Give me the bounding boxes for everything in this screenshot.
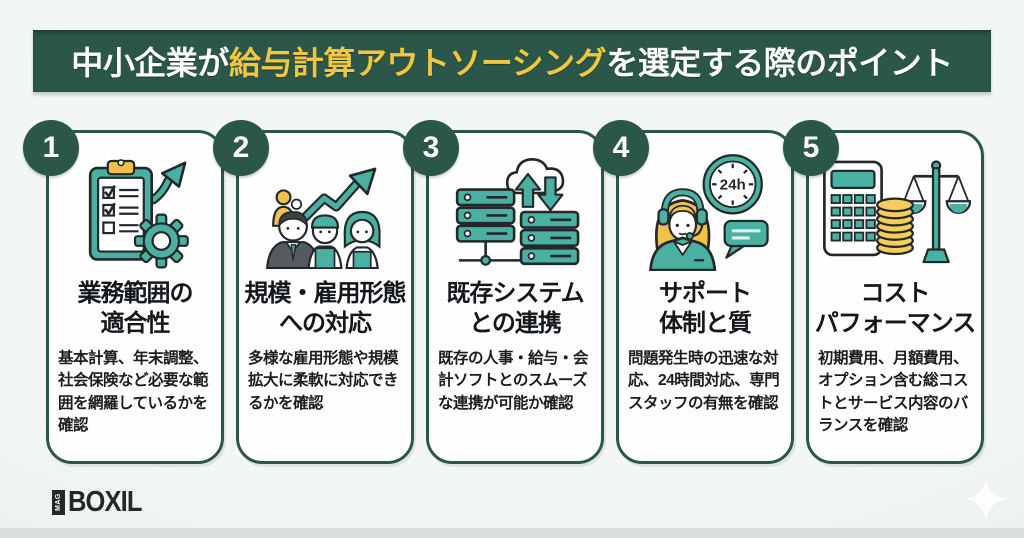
point-title-line: パフォーマンス <box>814 310 977 337</box>
point-description: 問題発生時の迅速な対応、24時間対応、専門スタッフの有無を確認 <box>628 350 780 412</box>
points-row: 1 <box>23 120 984 464</box>
point-title-line: への対応 <box>279 310 372 337</box>
point-description: 多様な雇用形態や規模拡大に柔軟に対応できるかを確認 <box>248 350 399 412</box>
sparkle-icon <box>964 477 1008 526</box>
support-operator-24h-icon: 24h <box>619 153 791 271</box>
page-title: 中小企業が給与計算アウトソーシングを選定する際のポイント <box>71 38 953 84</box>
point-title-line: 適合性 <box>100 310 171 337</box>
point-card: 1 <box>23 120 224 464</box>
point-description: 既存の人事・給与・会計ソフトとのスムーズな連携が可能か確認 <box>438 350 589 412</box>
calculator-coins-scale-icon <box>809 153 981 271</box>
employees-growth-arrow-icon <box>239 153 411 271</box>
point-title-line: との連携 <box>469 310 562 337</box>
server-cloud-sync-icon <box>429 153 601 271</box>
title-highlight-segment: 給与計算アウトソーシング <box>228 45 607 81</box>
point-title-line: サポート <box>659 280 752 307</box>
point-title-line: コスト <box>860 280 931 307</box>
point-title-line: 既存システム <box>446 280 584 307</box>
point-card: 4 <box>593 120 794 464</box>
point-title-line: 体制と質 <box>659 310 752 337</box>
clipboard-checklist-gear-icon <box>49 153 221 271</box>
boxil-logo-text: BOXIL <box>68 486 142 518</box>
point-title: 既存システムとの連携 <box>429 279 601 339</box>
title-segment: 中小企業が <box>71 45 229 81</box>
bottom-edge-bar <box>0 528 1024 538</box>
point-title: 業務範囲の適合性 <box>49 279 221 339</box>
point-title: コストパフォーマンス <box>809 279 981 339</box>
boxil-logo: MAG BOXIL <box>52 486 152 519</box>
point-description: 初期費用、月額費用、オプション含む総コストとサービス内容のバランスを確認 <box>818 350 969 435</box>
point-number-badge: 5 <box>783 120 839 176</box>
point-number-badge: 1 <box>23 120 79 176</box>
mag-logo-badge: MAG <box>52 490 65 515</box>
point-card: 5 <box>783 120 984 464</box>
title-segment: を選定する際のポイント <box>606 45 953 81</box>
point-card: 2 <box>213 120 414 464</box>
point-title: サポート体制と質 <box>619 279 791 339</box>
point-number-badge: 3 <box>403 120 459 176</box>
point-title-line: 規模・雇用形態 <box>244 280 407 307</box>
clock-24h-label: 24h <box>720 177 746 194</box>
header-banner: 中小企業が給与計算アウトソーシングを選定する際のポイント <box>33 30 991 92</box>
point-number-badge: 4 <box>593 120 649 176</box>
point-number-badge: 2 <box>213 120 269 176</box>
point-description: 基本計算、年末調整、社会保険など必要な範囲を網羅しているかを確認 <box>58 350 209 435</box>
point-title: 規模・雇用形態への対応 <box>239 279 411 339</box>
point-card: 3 <box>403 120 604 464</box>
point-title-line: 業務範囲の <box>77 280 194 307</box>
